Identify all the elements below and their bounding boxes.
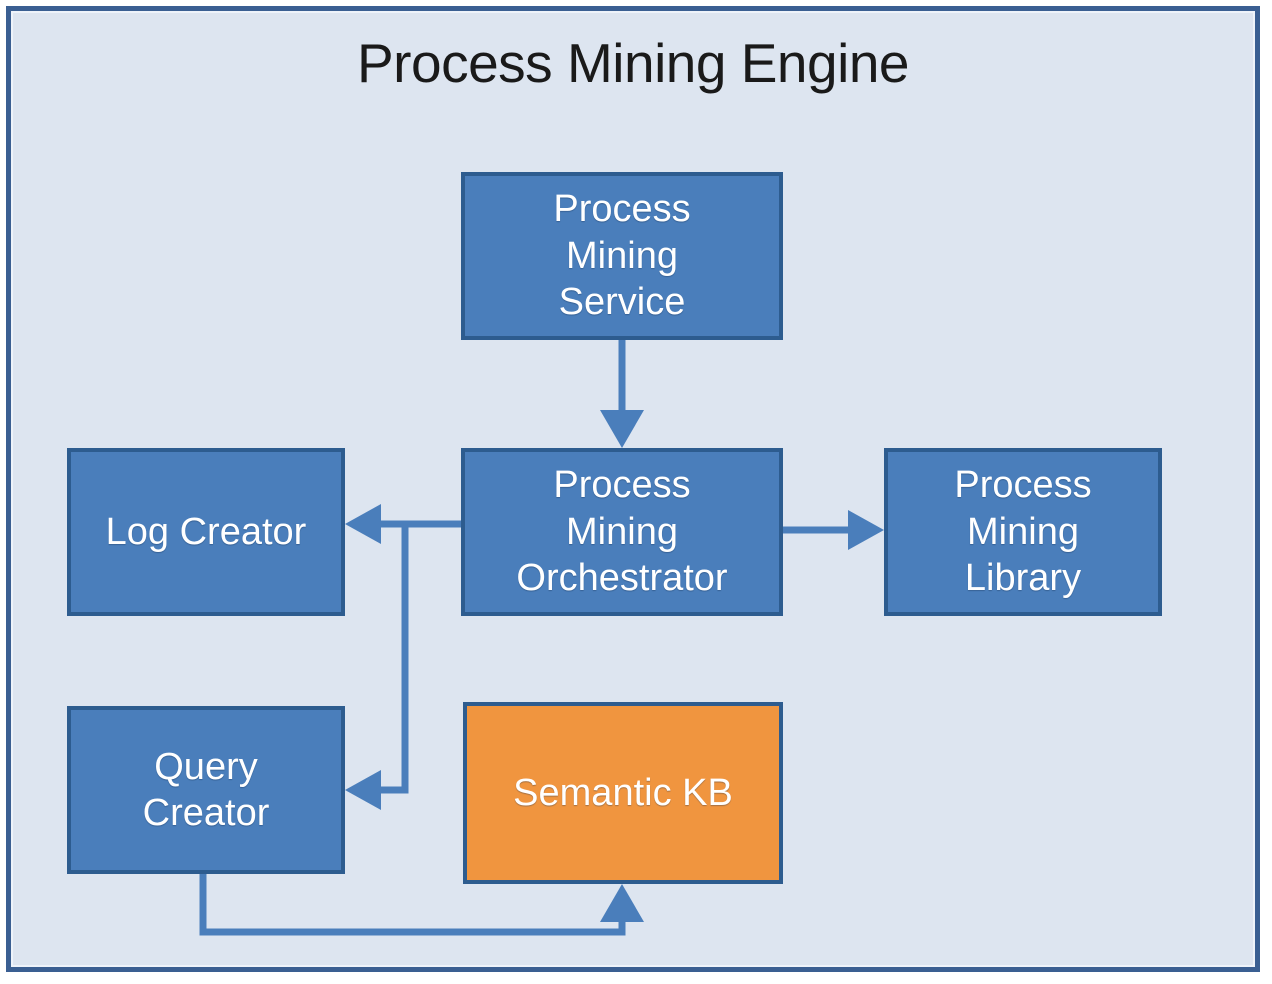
node-process-mining-service[interactable]: Process Mining Service (461, 172, 783, 340)
node-label: Semantic KB (513, 771, 733, 814)
node-process-mining-library[interactable]: Process Mining Library (884, 448, 1162, 616)
node-query-creator[interactable]: Query Creator (67, 706, 345, 874)
page-title: Process Mining Engine (356, 32, 910, 94)
node-label: Log Creator (105, 510, 307, 553)
node-label: Process Mining Service (553, 188, 691, 324)
node-semantic-kb[interactable]: Semantic KB (463, 702, 783, 884)
node-label: Process Mining Orchestrator (516, 464, 728, 600)
node-label: Process Mining Library (954, 464, 1092, 600)
node-log-creator[interactable]: Log Creator (67, 448, 345, 616)
node-process-mining-orchestrator[interactable]: Process Mining Orchestrator (461, 448, 783, 616)
node-label: Query Creator (142, 745, 270, 834)
